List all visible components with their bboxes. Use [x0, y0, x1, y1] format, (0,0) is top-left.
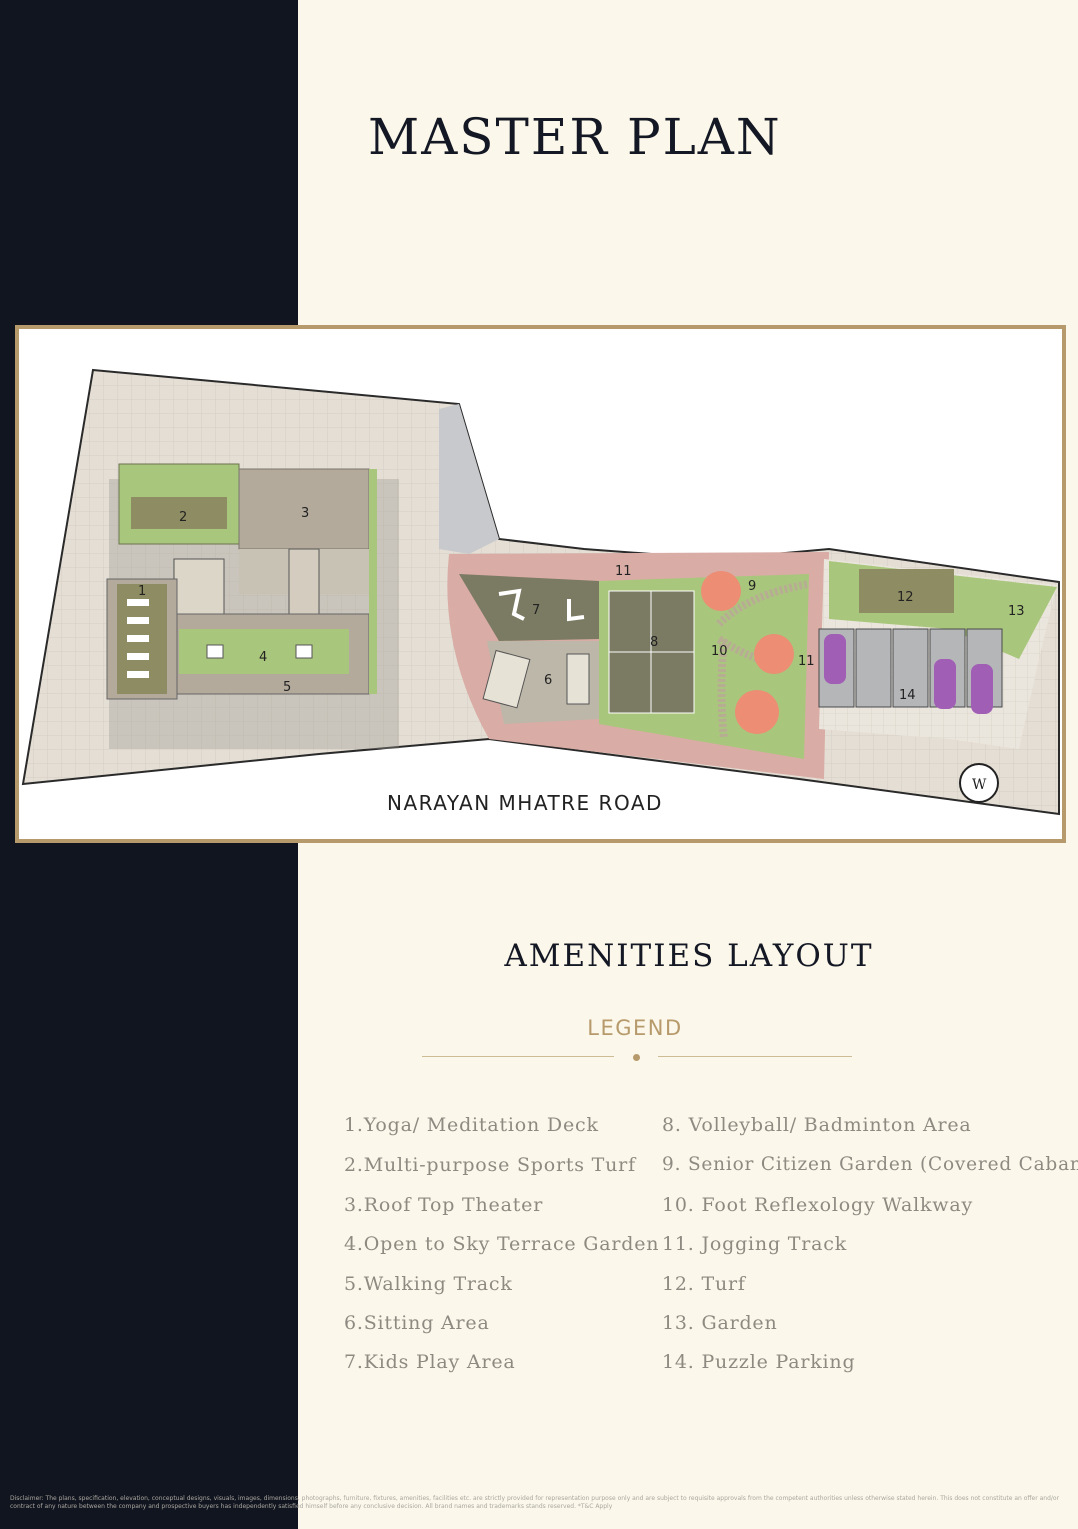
puzzle-parking [818, 628, 1003, 714]
cabana-3 [735, 690, 779, 734]
turf [859, 569, 954, 613]
plan-label-10: 10 [711, 644, 728, 659]
section-subtitle: AMENITIES LAYOUT [504, 938, 874, 974]
plan-label-6: 6 [544, 673, 552, 688]
legend-item: 1.Yoga/ Meditation Deck [344, 1114, 599, 1136]
reflexology-walkway [716, 580, 810, 740]
cabana-1 [701, 571, 741, 611]
disclaimer-text: Disclaimer: The plans, specification, el… [10, 1495, 1060, 1510]
legend-item: 6.Sitting Area [344, 1312, 490, 1334]
plan-label-3: 3 [301, 506, 309, 521]
legend-item: 2.Multi-purpose Sports Turf [344, 1154, 636, 1176]
plan-label-8: 8 [650, 635, 658, 650]
legend-item: 14. Puzzle Parking [662, 1351, 856, 1373]
plan-label-13: 13 [1008, 604, 1025, 619]
legend-item: 12. Turf [662, 1273, 746, 1295]
tower-rooftop [106, 463, 377, 700]
plan-label-5: 5 [283, 680, 291, 695]
legend-item: 11. Jogging Track [662, 1233, 848, 1255]
plan-label-12: 12 [897, 590, 914, 605]
plan-label-4: 4 [259, 650, 267, 665]
compass-label: W [972, 777, 987, 793]
road-label: NARAYAN MHATRE ROAD [387, 791, 663, 815]
plan-label-11a: 11 [615, 564, 632, 579]
legend-item: 4.Open to Sky Terrace Garden [344, 1233, 660, 1255]
plan-label-9: 9 [748, 579, 756, 594]
site-plan-drawing: 1 2 3 4 5 6 7 8 9 10 11 11 12 13 14 W [21, 368, 1060, 816]
legend-item: 5.Walking Track [344, 1273, 513, 1295]
cabana-2 [754, 634, 794, 674]
kids-play-area [459, 574, 599, 641]
plan-label-11b: 11 [798, 654, 815, 669]
plan-label-14: 14 [899, 688, 916, 703]
plan-label-1: 1 [138, 584, 146, 599]
legend-item: 10. Foot Reflexology Walkway [662, 1194, 973, 1216]
plan-label-2: 2 [179, 510, 187, 525]
page-title: MASTER PLAN [368, 108, 782, 166]
legend-item: 7.Kids Play Area [344, 1351, 516, 1373]
legend-item: 9. Senior Citizen Garden (Covered Cabana… [662, 1154, 1078, 1175]
legend-item: 13. Garden [662, 1312, 778, 1334]
driveway [439, 404, 499, 554]
legend-heading: LEGEND [587, 1016, 683, 1040]
legend-dot [633, 1054, 640, 1061]
plan-label-7: 7 [532, 603, 540, 618]
master-plan-frame: 1 2 3 4 5 6 7 8 9 10 11 11 12 13 14 W NA… [15, 325, 1066, 843]
compass-circle [959, 763, 999, 803]
legend-item: 3.Roof Top Theater [344, 1194, 544, 1216]
legend-item: 8. Volleyball/ Badminton Area [662, 1114, 972, 1136]
legend-rule-left [422, 1056, 614, 1057]
legend-rule-right [658, 1056, 852, 1057]
